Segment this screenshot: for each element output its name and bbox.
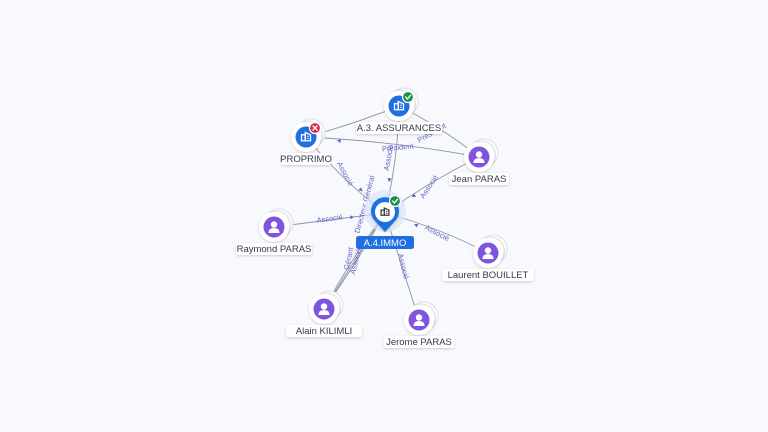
check-badge <box>388 194 402 208</box>
edge-arrow-icon <box>358 187 363 192</box>
edge-arrow-icon <box>413 223 419 228</box>
building-icon-part <box>304 131 312 142</box>
check-icon <box>404 94 412 100</box>
node-label-background <box>442 269 534 281</box>
node-label-background <box>449 173 509 185</box>
edge-arrow-icon <box>350 215 355 220</box>
node-proprimo[interactable]: PROPRIMO <box>280 118 332 165</box>
edge-arrow-icon <box>336 139 341 144</box>
node-label-background <box>236 243 312 255</box>
node-a3[interactable]: A.3. ASSURANCES <box>356 87 442 134</box>
node-label-background <box>286 325 362 337</box>
edge-label: Associé <box>335 160 355 187</box>
node-label: Jerome PARAS <box>386 337 452 348</box>
user-icon-body <box>318 310 330 315</box>
edge-arrow-icon <box>387 178 392 183</box>
user-icon-head <box>484 247 492 254</box>
building-icon-part <box>397 100 405 111</box>
node-jean[interactable]: Jean PARAS <box>449 138 509 185</box>
user-icon-head <box>270 221 278 228</box>
edge-label: Associé <box>396 253 411 281</box>
check-icon <box>391 198 399 204</box>
node-label: Alain KILIMLI <box>296 326 353 337</box>
user-icon-body <box>413 321 425 326</box>
center-label-background <box>356 236 414 249</box>
edge-label: Associé <box>418 173 440 200</box>
node-label: Jean PARAS <box>452 174 507 185</box>
node-laurent[interactable]: Laurent BOUILLET <box>442 234 534 281</box>
cross-icon <box>312 125 318 131</box>
edge-label: Associé <box>423 223 450 243</box>
node-raymond[interactable]: Raymond PARAS <box>236 208 312 255</box>
node-label-background <box>281 153 331 165</box>
center-label: A.4.IMMO <box>364 238 407 249</box>
edge-jean-proprimo <box>305 136 480 158</box>
edge-label: Associé <box>382 144 395 171</box>
node-label: Raymond PARAS <box>237 244 312 255</box>
user-icon-body <box>482 254 494 259</box>
edge-label: Président <box>382 141 415 153</box>
node-label: PROPRIMO <box>280 154 332 165</box>
node-label: Laurent BOUILLET <box>448 270 529 281</box>
user-icon-body <box>268 228 280 233</box>
user-icon-head <box>320 303 328 310</box>
node-jerome[interactable]: Jerome PARAS <box>383 301 455 348</box>
nodes-layer: A.3. ASSURANCES PROPRIMO Jean PARAS Raymond… <box>236 87 534 348</box>
node-center[interactable]: A.4.IMMO <box>356 190 414 249</box>
user-icon-body <box>473 158 485 163</box>
node-label-background <box>356 122 442 134</box>
user-icon-head <box>415 314 423 321</box>
edge-arrow-icon <box>411 193 417 198</box>
user-icon-head <box>475 151 483 158</box>
edge-label: Associé <box>316 212 343 225</box>
node-label: A.3. ASSURANCES <box>357 123 441 134</box>
check-badge <box>401 90 415 104</box>
node-alain[interactable]: Alain KILIMLI <box>286 290 362 337</box>
building-icon-part <box>383 207 390 216</box>
node-label-background <box>383 336 455 348</box>
